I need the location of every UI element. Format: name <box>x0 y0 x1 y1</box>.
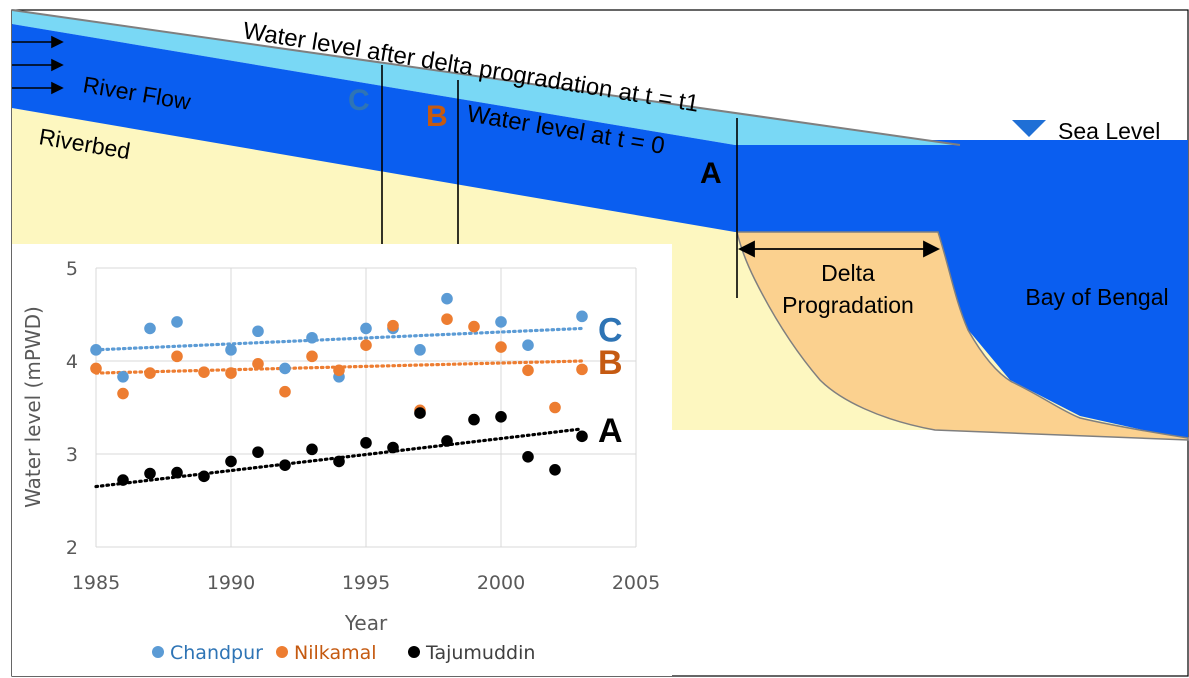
point-chandpur <box>117 371 129 383</box>
point-tajumuddin <box>198 470 210 483</box>
point-nilkamal <box>306 350 318 363</box>
point-tajumuddin <box>225 455 237 468</box>
x-axis-label: Year <box>344 611 388 635</box>
point-tajumuddin <box>387 441 399 454</box>
point-nilkamal <box>576 363 588 376</box>
delta-progradation-area <box>736 231 1189 441</box>
point-chandpur <box>225 344 237 356</box>
point-nilkamal <box>225 367 237 379</box>
y-axis-label: Water level (mPWD) <box>21 306 45 508</box>
point-chandpur <box>576 310 588 323</box>
point-tajumuddin <box>333 455 345 468</box>
x-tick-label: 2005 <box>612 572 660 594</box>
legend-label-nilkamal: Nilkamal <box>294 642 377 664</box>
delta-progradation-label-1: Delta <box>821 260 875 286</box>
trendline-chandpur <box>94 326 584 352</box>
point-nilkamal <box>279 385 291 398</box>
point-nilkamal <box>495 341 507 353</box>
point-nilkamal <box>198 366 210 378</box>
chart-end-labels: CBA <box>598 311 623 449</box>
end-label-chandpur: C <box>598 311 623 349</box>
sea-area <box>735 140 1188 438</box>
point-chandpur <box>441 292 453 305</box>
point-chandpur <box>171 316 183 328</box>
point-tajumuddin <box>279 459 291 471</box>
point-nilkamal <box>252 357 264 370</box>
point-nilkamal <box>333 364 345 377</box>
chart-points <box>90 292 588 486</box>
river-water <box>12 24 735 232</box>
point-chandpur <box>90 344 102 356</box>
point-chandpur <box>522 339 534 351</box>
marker-a-label: A <box>700 157 722 190</box>
point-tajumuddin <box>414 407 426 419</box>
legend-label-chandpur: Chandpur <box>170 642 263 664</box>
chart-tick-labels: 2 3 4 5 1985 1990 1995 2000 2005 <box>66 258 660 594</box>
point-tajumuddin <box>495 411 507 423</box>
point-chandpur <box>279 362 291 375</box>
bay-of-bengal-label: Bay of Bengal <box>1025 284 1168 310</box>
point-chandpur <box>144 322 156 335</box>
y-tick-label: 5 <box>66 258 78 280</box>
point-chandpur <box>495 316 507 328</box>
water-level-t1-line <box>11 9 961 146</box>
legend-marker-tajumuddin <box>408 646 420 658</box>
point-nilkamal <box>144 367 156 379</box>
water-level-chart: 2 3 4 5 1985 1990 1995 2000 2005 CBA Year Water … <box>12 244 672 676</box>
x-tick-label: 2000 <box>477 572 525 594</box>
delta-progradation-arrow <box>737 240 941 258</box>
point-tajumuddin <box>117 474 129 486</box>
point-tajumuddin <box>522 450 534 463</box>
point-chandpur <box>414 344 426 356</box>
legend-marker-chandpur <box>152 646 164 658</box>
marker-c-label: C <box>348 84 370 117</box>
point-tajumuddin <box>576 430 588 443</box>
point-tajumuddin <box>171 466 183 479</box>
point-nilkamal <box>171 350 183 363</box>
point-tajumuddin <box>360 437 372 449</box>
point-chandpur <box>360 322 372 335</box>
x-tick-label: 1990 <box>207 572 255 594</box>
end-label-tajumuddin: A <box>598 412 623 450</box>
y-tick-label: 3 <box>66 444 78 466</box>
marker-b-label: B <box>426 100 448 133</box>
point-nilkamal <box>441 313 453 325</box>
point-tajumuddin <box>441 435 453 447</box>
point-tajumuddin <box>468 413 480 426</box>
sea-level-icon <box>1012 120 1046 137</box>
point-chandpur <box>306 331 318 344</box>
point-nilkamal <box>522 364 534 377</box>
point-nilkamal <box>117 387 129 400</box>
point-nilkamal <box>90 362 102 375</box>
point-tajumuddin <box>306 443 318 456</box>
y-tick-label: 2 <box>66 537 78 559</box>
x-tick-label: 1985 <box>72 572 120 594</box>
x-tick-label: 1995 <box>342 572 390 594</box>
point-nilkamal <box>387 319 399 332</box>
point-chandpur <box>252 325 264 338</box>
delta-progradation-label-2: Progradation <box>782 292 914 318</box>
point-nilkamal <box>468 320 480 333</box>
legend-label-tajumuddin: Tajumuddin <box>425 642 535 664</box>
y-tick-label: 4 <box>66 351 78 373</box>
point-nilkamal <box>549 401 561 414</box>
point-tajumuddin <box>252 446 264 458</box>
end-label-nilkamal: B <box>598 344 623 382</box>
chart-legend: Chandpur Nilkamal Tajumuddin <box>152 642 535 664</box>
point-tajumuddin <box>549 464 561 476</box>
sea-level-label: Sea Level <box>1058 118 1160 144</box>
point-tajumuddin <box>144 467 156 480</box>
point-nilkamal <box>360 339 372 351</box>
legend-marker-nilkamal <box>276 646 288 658</box>
river-flow-arrows <box>12 35 64 95</box>
